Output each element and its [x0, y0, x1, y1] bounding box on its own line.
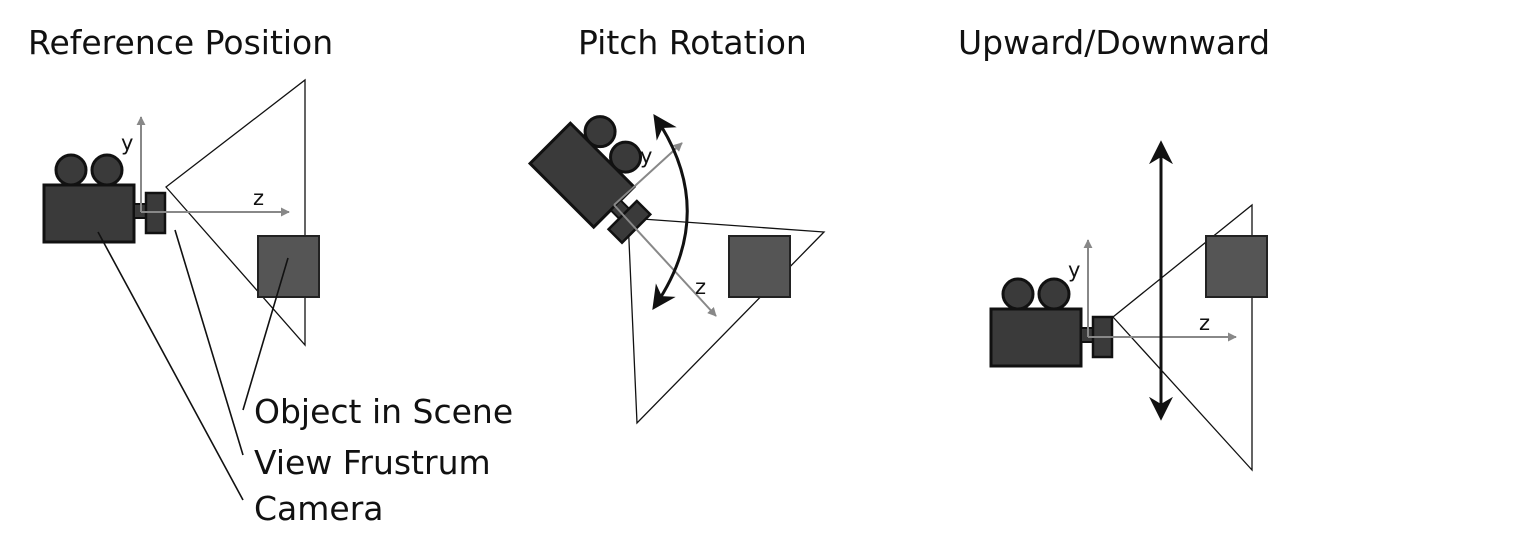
panel-title: Pitch Rotation — [578, 23, 807, 62]
scene-object — [1205, 235, 1268, 298]
camera-leader-line — [97, 231, 244, 501]
view-frustum — [165, 78, 306, 347]
label-object-in-scene: Object in Scene — [254, 392, 513, 431]
view-frustum — [1112, 203, 1253, 472]
panel-pitch-rotation: Pitch Rotation y z — [527, 23, 826, 425]
panel-title: Reference Position — [28, 23, 333, 62]
rotation-arrow-icon — [652, 114, 689, 310]
y-axis-label: y — [1068, 258, 1080, 282]
camera-icon — [527, 115, 653, 245]
label-camera: Camera — [254, 489, 384, 528]
panel-reference-position: Reference Position y z Object in Scene V… — [28, 23, 513, 528]
object-leader-line — [242, 257, 289, 411]
y-axis-label: y — [640, 144, 652, 168]
view-frustum — [627, 217, 826, 425]
scene-object — [257, 235, 320, 298]
frustum-leader-line — [174, 229, 244, 456]
scene-object — [728, 235, 791, 298]
z-axis-label: z — [253, 186, 264, 210]
y-axis-label: y — [121, 131, 133, 155]
z-axis-label: z — [1199, 311, 1210, 335]
panel-upward-downward: Upward/Downward y z — [958, 23, 1270, 472]
panel-title: Upward/Downward — [958, 23, 1270, 62]
label-view-frustrum: View Frustrum — [254, 443, 491, 482]
z-axis-label: z — [695, 275, 706, 299]
camera-icon — [989, 277, 1114, 368]
camera-icon — [42, 153, 167, 244]
